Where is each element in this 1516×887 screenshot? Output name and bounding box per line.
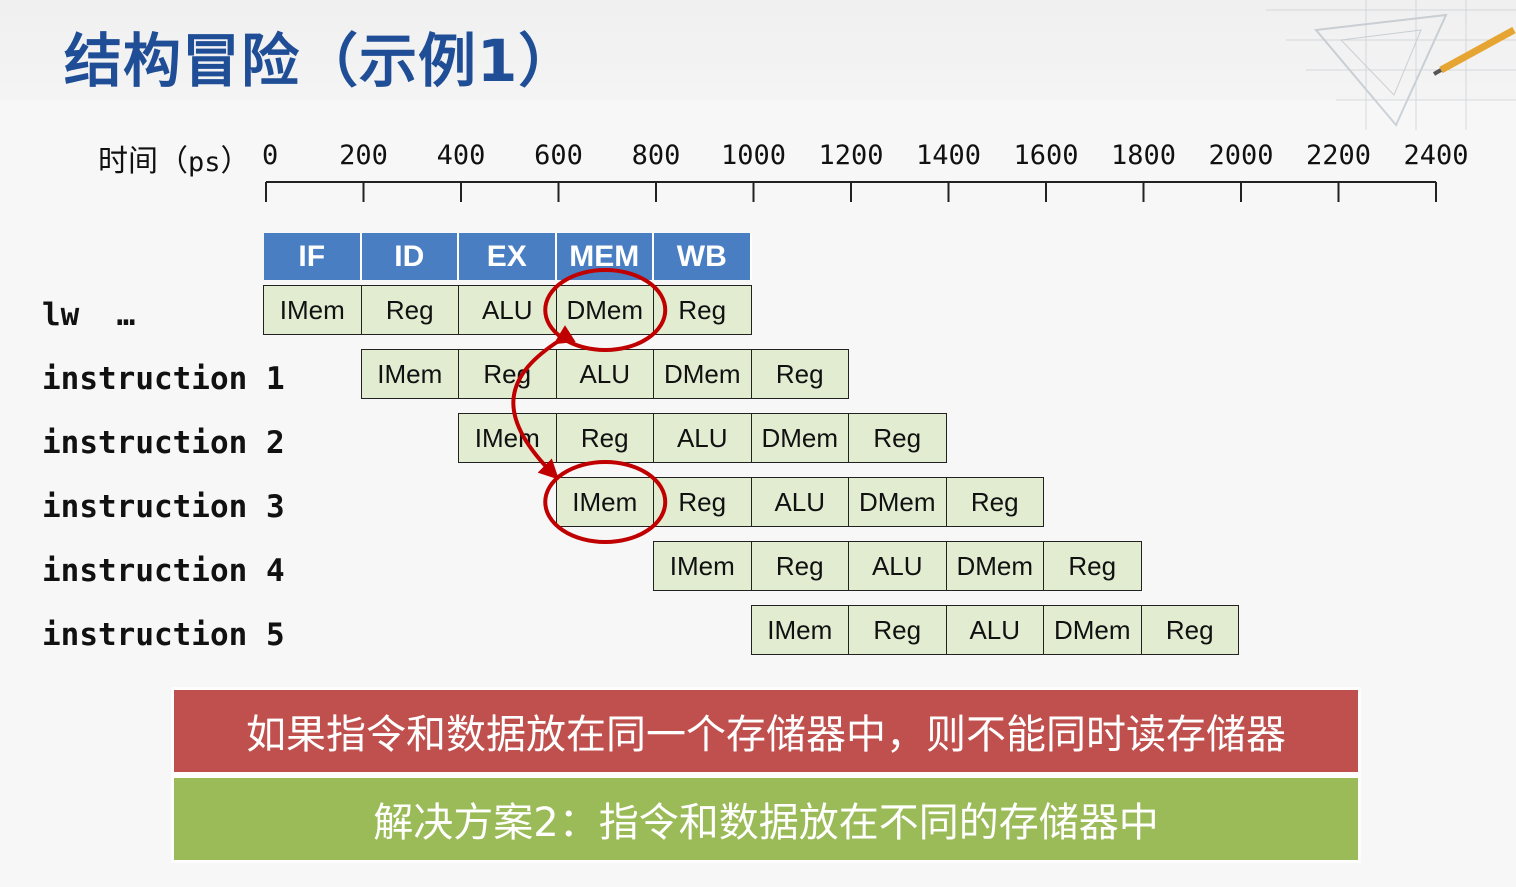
drafting-tools-decoration [1266, 0, 1516, 130]
title-band [0, 0, 1516, 100]
time-axis-label: 时间（ps） [98, 136, 251, 180]
time-axis-tick-label: 1400 [915, 140, 982, 171]
time-axis-tick-label: 2400 [1403, 140, 1469, 171]
pipeline-cell: ALU [555, 349, 654, 399]
pipeline-cell: DMem [1043, 605, 1142, 655]
stage-header-cell: MEM [556, 233, 654, 280]
pipeline-cell: DMem [653, 349, 752, 399]
pipeline-cell: DMem [945, 541, 1044, 591]
instruction-label: instruction 2 [42, 425, 285, 461]
instruction-label: instruction 4 [42, 553, 285, 589]
pipeline-cell: IMem [750, 605, 849, 655]
pipeline-cell: Reg [848, 605, 947, 655]
time-unit: ps [188, 147, 221, 178]
pipeline-cell: ALU [945, 605, 1044, 655]
pipeline-cell: Reg [750, 349, 849, 399]
instruction-label: instruction 5 [42, 617, 285, 653]
pipeline-cell: Reg [945, 477, 1044, 527]
pipeline-cell: Reg [458, 349, 557, 399]
time-label-close: ） [220, 144, 251, 179]
pipeline-cell: IMem [653, 541, 752, 591]
time-axis-tick-label: 400 [436, 140, 486, 171]
time-axis-tick-label: 1800 [1110, 140, 1177, 171]
pipeline-cell: ALU [750, 477, 849, 527]
pipeline-cell: Reg [653, 285, 752, 335]
time-axis-tick-label: 1200 [818, 140, 884, 171]
instruction-label: lw … [42, 297, 136, 333]
pipeline-cell: IMem [263, 285, 362, 335]
pipeline-cell: DMem [750, 413, 849, 463]
pipeline-cell: IMem [458, 413, 557, 463]
pipeline-cell: Reg [1043, 541, 1142, 591]
pipeline-cell: Reg [555, 413, 654, 463]
stage-header-cell: ID [361, 233, 459, 280]
time-label-text: 时间（ [98, 144, 188, 179]
stage-header-cell: IF [264, 233, 362, 280]
pipeline-cell: ALU [848, 541, 947, 591]
time-axis-tick-label: 1600 [1013, 140, 1079, 171]
pipeline-cell: Reg [750, 541, 849, 591]
pipeline-cell: DMem [555, 285, 654, 335]
pipeline-cell: Reg [360, 285, 459, 335]
pipeline-cell: Reg [848, 413, 947, 463]
pipeline-cell: IMem [360, 349, 459, 399]
pipeline-cell: ALU [458, 285, 557, 335]
slide-title: 结构冒险（示例1） [64, 27, 578, 95]
time-axis-tick-label: 2000 [1208, 140, 1274, 171]
time-axis-tick-label: 800 [631, 140, 681, 171]
problem-banner: 如果指令和数据放在同一个存储器中，则不能同时读存储器 [174, 690, 1358, 772]
pipeline-cell: DMem [848, 477, 947, 527]
pipeline-cell: ALU [653, 413, 752, 463]
time-axis-tick-label: 600 [534, 140, 583, 171]
instruction-label: instruction 3 [42, 489, 285, 525]
time-axis-tick-label: 2200 [1305, 140, 1372, 171]
time-axis-tick-label: 200 [339, 140, 388, 171]
stage-header-cell: EX [459, 233, 557, 280]
solution-banner: 解决方案2：指令和数据放在不同的存储器中 [174, 778, 1358, 860]
pipeline-cell: Reg [1140, 605, 1239, 655]
stage-header-cell: WB [654, 233, 752, 280]
pipeline-cell: Reg [653, 477, 752, 527]
pipeline-cell: IMem [555, 477, 654, 527]
instruction-label: instruction 1 [42, 361, 285, 397]
time-axis-tick-label: 1000 [720, 140, 787, 171]
time-axis-tick-label: 0 [262, 140, 279, 171]
